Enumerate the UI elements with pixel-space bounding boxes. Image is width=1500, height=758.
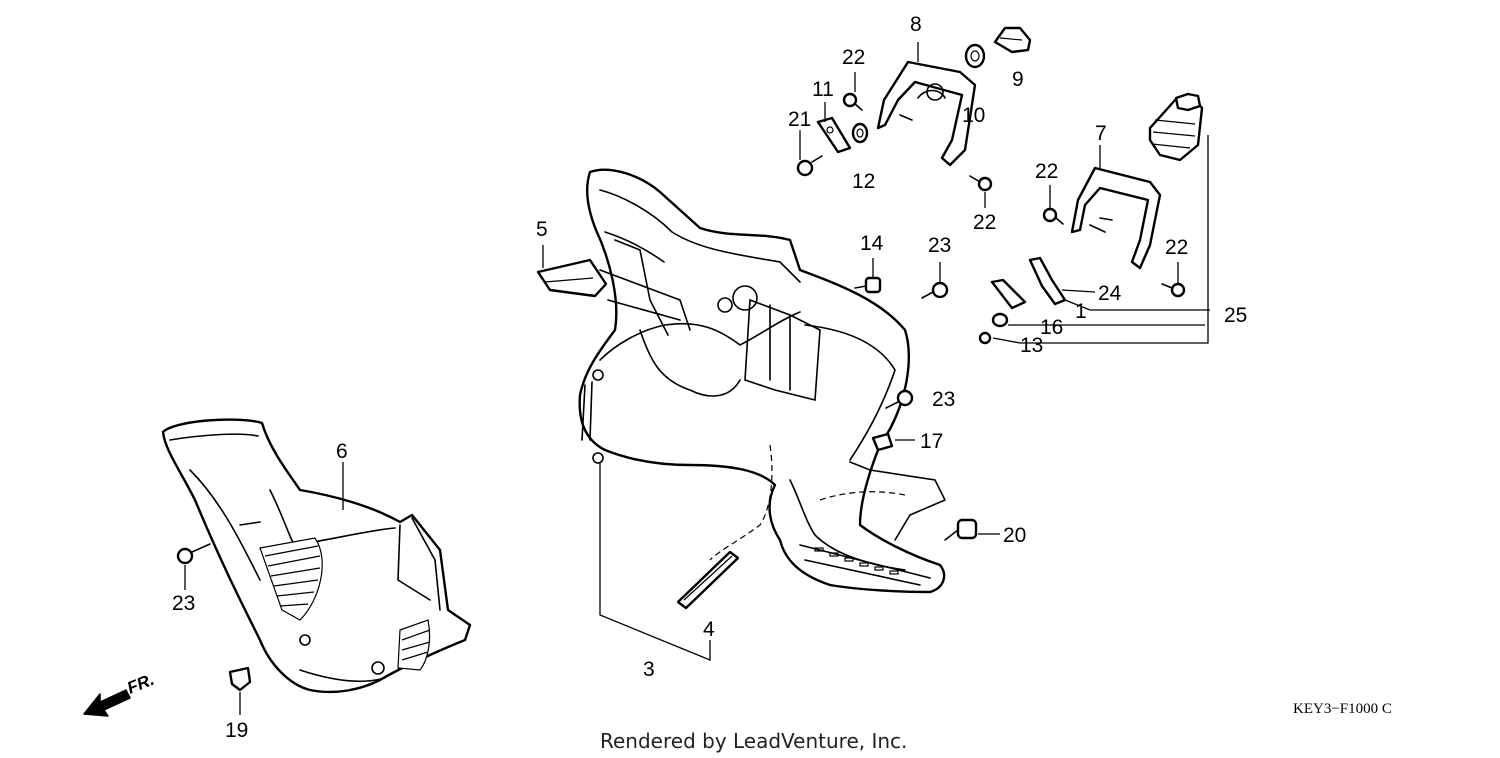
callout-8: 8 [910, 13, 922, 36]
screw-22d [1161, 282, 1186, 298]
seal-strip-part-4 [676, 550, 740, 610]
callout-5: 5 [536, 218, 548, 241]
bolt-part-14 [854, 276, 882, 294]
washer-part-16 [991, 312, 1009, 328]
callout-12: 12 [852, 170, 875, 193]
callout-3: 3 [643, 658, 655, 681]
callout-25: 25 [1224, 304, 1247, 327]
callout-6: 6 [336, 440, 348, 463]
callout-22d: 22 [1165, 236, 1188, 259]
callout-19: 19 [225, 719, 248, 742]
front-arrow-icon [83, 689, 131, 717]
fastener-part-11 [816, 116, 852, 154]
washer-part-10 [964, 43, 986, 69]
lower-cover-grille-right [397, 619, 431, 671]
inner-cover-part-3 [578, 168, 947, 594]
clip-part-24 [1028, 256, 1067, 306]
callout-11: 11 [812, 78, 834, 101]
callout-16: 16 [1040, 316, 1063, 339]
plate-part-1 [990, 278, 1027, 310]
cover-vent-slots [814, 547, 899, 575]
credit-text: Rendered by LeadVenture, Inc. [600, 729, 907, 753]
screw-part-13 [978, 331, 992, 345]
figure-code: KEY3−F1000 C [1293, 701, 1392, 717]
lower-cover-part-6 [161, 418, 472, 694]
callout-23c: 23 [172, 592, 195, 615]
front-direction-arrow: FR. [83, 670, 157, 717]
lower-cover-grille-left [259, 537, 323, 621]
leader-lines [184, 42, 1210, 715]
callout-10: 10 [962, 104, 985, 127]
lid-part-5 [536, 258, 608, 298]
screw-23a [921, 281, 949, 299]
callout-22c: 22 [1035, 160, 1058, 183]
bracket-part-8 [876, 60, 977, 167]
callout-13: 13 [1020, 334, 1043, 357]
callout-14: 14 [860, 232, 884, 255]
key-switch-part-25 [1148, 92, 1204, 162]
bolt-part-20 [944, 518, 978, 541]
callout-23a: 23 [928, 234, 951, 257]
callout-17: 17 [920, 430, 943, 453]
callout-4: 4 [703, 618, 715, 641]
callout-23b: 23 [932, 388, 955, 411]
callout-labels: 1 3 4 5 6 7 8 9 10 11 12 13 14 16 17 19 … [172, 13, 1247, 742]
callout-9: 9 [1012, 68, 1024, 91]
clip-part-19 [228, 666, 252, 692]
screw-22b [969, 175, 993, 192]
bracket-part-7 [1070, 166, 1162, 270]
screw-part-21 [796, 155, 823, 177]
switch-part-9 [993, 26, 1032, 54]
nut-part-17 [871, 432, 894, 452]
screw-23b [885, 389, 914, 409]
callout-21: 21 [788, 108, 811, 131]
screw-22a [842, 92, 863, 111]
callout-22b: 22 [973, 211, 996, 234]
callout-22a: 22 [842, 46, 865, 69]
callout-24: 24 [1098, 282, 1122, 305]
callout-20: 20 [1003, 524, 1026, 547]
front-arrow-label: FR. [124, 670, 157, 698]
callout-1: 1 [1075, 300, 1087, 323]
screw-23c [176, 543, 211, 565]
nut-part-12 [851, 122, 869, 144]
screw-22c [1042, 207, 1064, 225]
callout-7: 7 [1095, 122, 1107, 145]
